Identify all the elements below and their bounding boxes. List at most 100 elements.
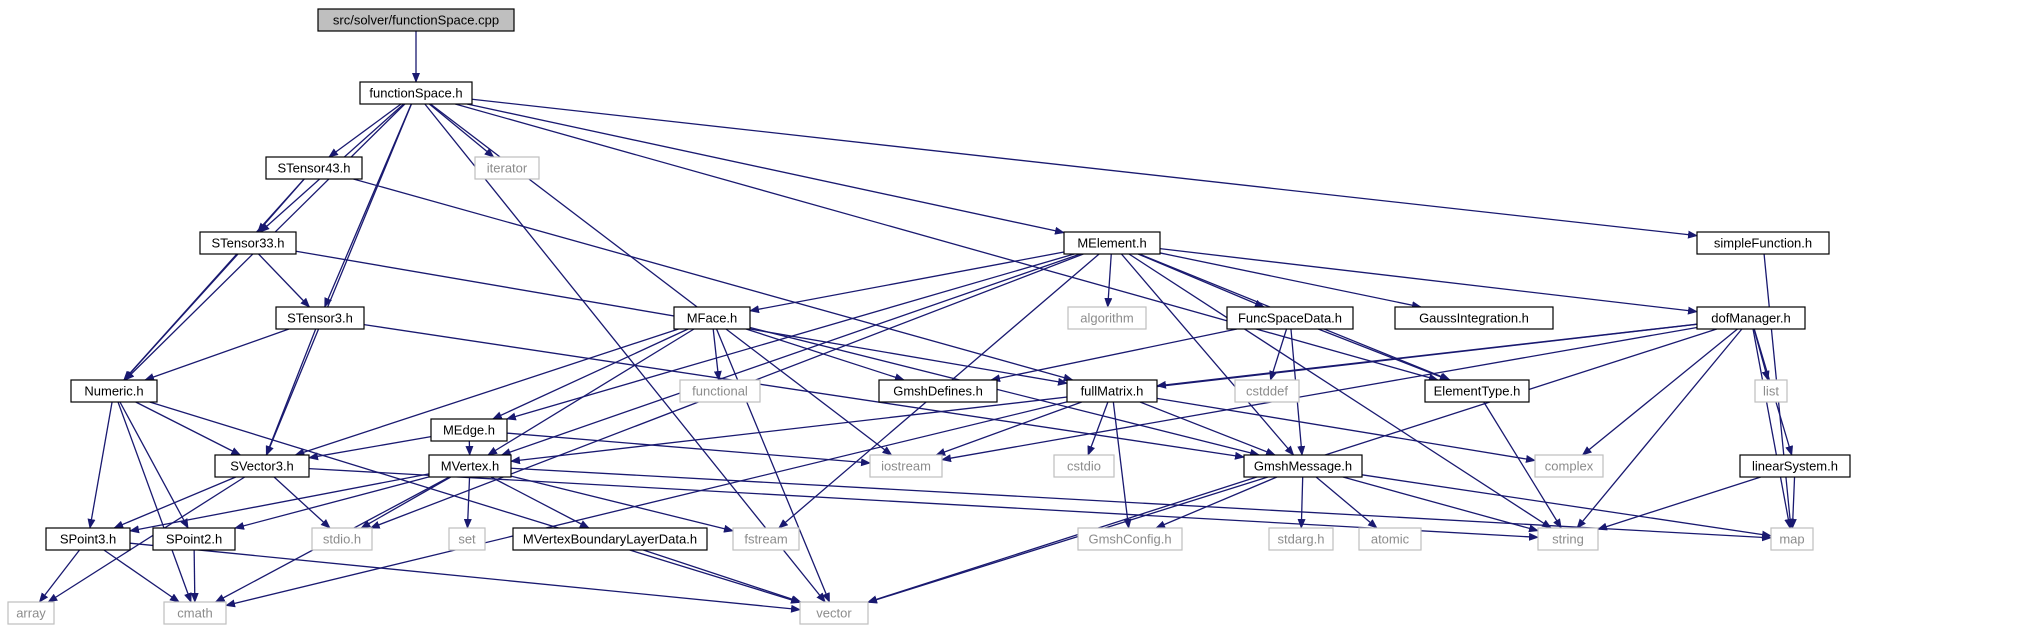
node-label: vector	[816, 606, 852, 621]
edge-MEdge-to-iostream	[506, 432, 871, 467]
edge-MElement-to-dofManager	[1159, 247, 1698, 315]
node-box	[1739, 454, 1851, 478]
node-gmshdefines[interactable]: GmshDefines.h	[878, 379, 998, 403]
edge-STensor33-to-STensor3	[258, 253, 311, 308]
node-box	[1268, 527, 1334, 551]
node-list: list	[1754, 379, 1788, 403]
node-numeric[interactable]: Numeric.h	[70, 379, 158, 403]
node-label: string	[1552, 532, 1584, 547]
node-simplefunction[interactable]: simpleFunction.h	[1696, 231, 1830, 255]
node-box	[673, 306, 751, 330]
edge-MElement-to-GmshMessage	[1120, 253, 1295, 456]
node-box	[474, 156, 540, 180]
node-label: MEdge.h	[443, 423, 495, 438]
node-cmath: cmath	[163, 601, 227, 625]
node-gmshmessage[interactable]: GmshMessage.h	[1243, 454, 1363, 478]
node-label: functional	[692, 384, 748, 399]
node-box	[512, 527, 708, 551]
node-stensor33[interactable]: STensor33.h	[199, 231, 297, 255]
edge-functionSpace-to-MElement	[466, 103, 1065, 235]
node-root[interactable]: src/solver/functionSpace.cpp	[317, 8, 515, 32]
node-box	[1053, 454, 1115, 478]
edge-dofManager-to-string	[1576, 328, 1743, 529]
node-iterator: iterator	[474, 156, 540, 180]
node-box	[1067, 306, 1147, 330]
node-dofmanager[interactable]: dofManager.h	[1696, 306, 1806, 330]
edge-dofManager-to-complex	[1581, 328, 1738, 456]
edge-Numeric-to-cmath	[117, 401, 192, 603]
node-mvertexboundarylayerdata[interactable]: MVertexBoundaryLayerData.h	[512, 527, 708, 551]
node-box	[430, 418, 508, 442]
node-elementtype[interactable]: ElementType.h	[1424, 379, 1530, 403]
node-stensor43[interactable]: STensor43.h	[265, 156, 363, 180]
edge-GmshMessage-to-map	[1361, 474, 1772, 539]
node-label: MVertexBoundaryLayerData.h	[523, 532, 697, 547]
edge-fullMatrix-to-cmath	[225, 401, 1068, 608]
node-box	[311, 527, 373, 551]
node-box	[448, 527, 486, 551]
edge-SPoint3-to-vector	[129, 542, 801, 613]
node-linearsystem[interactable]: linearSystem.h	[1739, 454, 1851, 478]
node-label: list	[1763, 384, 1779, 399]
edge-MVertex-to-SPoint2	[234, 476, 430, 530]
node-box	[1696, 306, 1806, 330]
node-box	[1754, 379, 1788, 403]
edge-SPoint2-to-cmath	[190, 549, 199, 603]
edge-SVector3-to-SPoint3	[113, 476, 237, 529]
node-box	[1066, 379, 1158, 403]
edge-Numeric-to-vector	[149, 401, 801, 604]
node-mvertex[interactable]: MVertex.h	[428, 454, 512, 478]
edge-functionSpace-to-iterator	[428, 103, 495, 158]
edge-functionSpace-to-SVector3	[265, 103, 413, 456]
edge-functionSpace-to-iostream	[430, 103, 893, 456]
node-label: functionSpace.h	[369, 86, 462, 101]
node-box	[1243, 454, 1363, 478]
edge-MVertex-to-SPoint3	[129, 473, 430, 534]
edge-SVector3-to-stdio	[273, 476, 331, 529]
node-spoint3[interactable]: SPoint3.h	[45, 527, 131, 551]
node-spoint2[interactable]: SPoint2.h	[152, 527, 236, 551]
node-box	[1063, 231, 1161, 255]
node-funcspacedata[interactable]: FuncSpaceData.h	[1226, 306, 1354, 330]
edge-STensor3-to-GmshMessage	[363, 323, 1245, 460]
node-set: set	[448, 527, 486, 551]
edge-Numeric-to-SPoint2	[119, 401, 189, 529]
node-box	[70, 379, 158, 403]
node-label: SPoint3.h	[60, 532, 116, 547]
edge-functionSpace-to-ElementType	[454, 103, 1439, 382]
edge-dofManager-to-map	[1752, 328, 1793, 529]
node-label: GmshDefines.h	[893, 384, 983, 399]
node-cstdio: cstdio	[1053, 454, 1115, 478]
node-functionspace[interactable]: functionSpace.h	[359, 81, 473, 105]
node-stdio: stdio.h	[311, 527, 373, 551]
node-algorithm: algorithm	[1067, 306, 1147, 330]
node-label: algorithm	[1080, 311, 1133, 326]
node-svector3[interactable]: SVector3.h	[214, 454, 310, 478]
node-label: STensor33.h	[212, 236, 285, 251]
edge-MEdge-to-SVector3	[308, 435, 432, 461]
node-fullmatrix[interactable]: fullMatrix.h	[1066, 379, 1158, 403]
node-box	[1394, 306, 1554, 330]
node-functional: functional	[679, 379, 761, 403]
edge-MFace-to-GmshDefines	[745, 328, 905, 382]
node-gmshconfig: GmshConfig.h	[1077, 527, 1183, 551]
edge-GmshMessage-to-vector	[867, 476, 1269, 604]
edge-fullMatrix-to-iostream	[935, 401, 1083, 456]
edge-STensor33-to-Numeric	[123, 253, 239, 381]
node-box	[1534, 454, 1604, 478]
node-label: FuncSpaceData.h	[1238, 311, 1342, 326]
node-label: GmshConfig.h	[1088, 532, 1171, 547]
node-string: string	[1537, 527, 1599, 551]
node-label: atomic	[1371, 532, 1410, 547]
node-label: iostream	[881, 459, 931, 474]
node-box	[1537, 527, 1599, 551]
node-label: array	[16, 606, 46, 621]
node-mface[interactable]: MFace.h	[673, 306, 751, 330]
node-medge[interactable]: MEdge.h	[430, 418, 508, 442]
node-stensor3[interactable]: STensor3.h	[275, 306, 365, 330]
node-label: STensor43.h	[278, 161, 351, 176]
node-gaussintegration[interactable]: GaussIntegration.h	[1394, 306, 1554, 330]
node-box	[317, 8, 515, 32]
node-melement[interactable]: MElement.h	[1063, 231, 1161, 255]
edge-STensor3-to-Numeric	[144, 328, 290, 381]
